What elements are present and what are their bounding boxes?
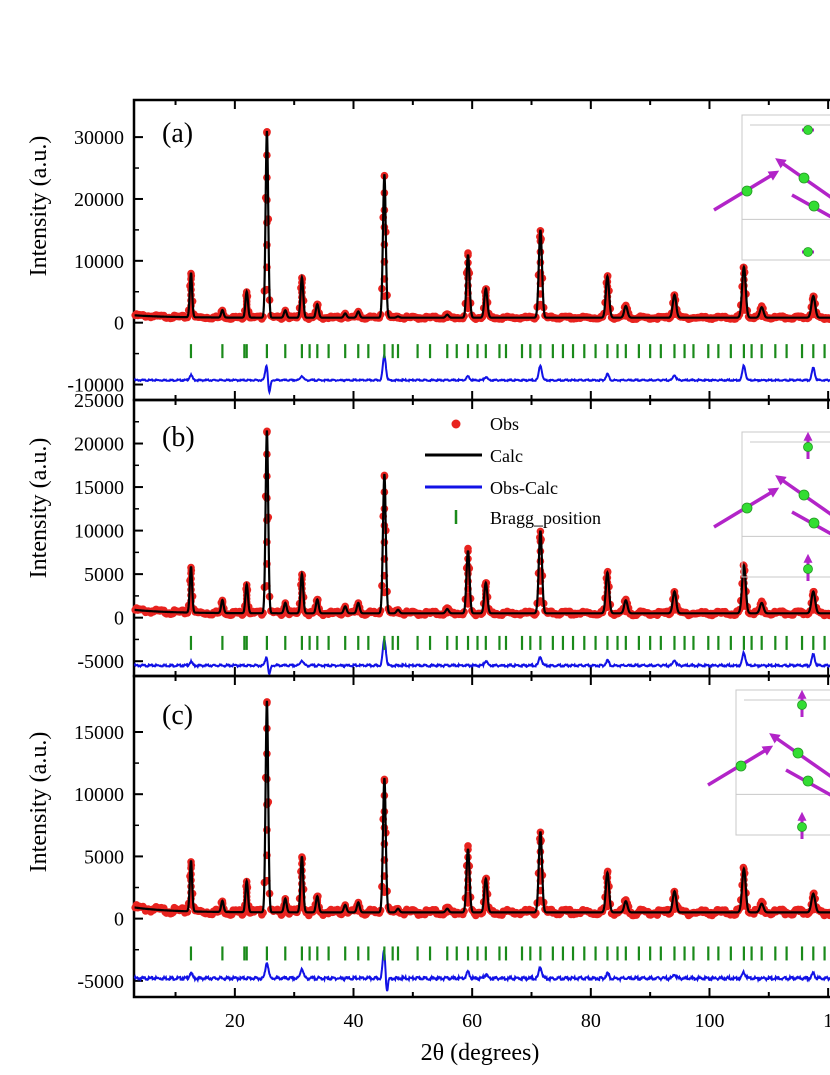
panel-c-label: (c)	[162, 700, 193, 731]
y-tick-label: -10000	[67, 375, 124, 397]
x-tick-label: 60	[462, 1010, 482, 1032]
spin-inset	[713, 114, 830, 261]
calc-series	[134, 430, 830, 615]
y-tick-label: 15000	[74, 477, 124, 499]
spin-arrow	[769, 733, 830, 778]
y-tick-label: 10000	[74, 521, 124, 543]
atom	[803, 125, 813, 135]
spin-arrow	[775, 475, 830, 516]
obs-series	[131, 698, 830, 920]
y-tick-label: 0	[114, 909, 124, 931]
spin-structure-insets	[707, 114, 830, 839]
panel-c: -5000 0 5000 10000 15000 20 40 60 80 100 1	[74, 674, 830, 1032]
y-tick-label: 5000	[84, 564, 124, 586]
y-tick-label: 15000	[74, 722, 124, 744]
obs-point	[263, 494, 271, 502]
obs-point	[740, 602, 748, 610]
calc-series	[134, 130, 830, 319]
panel-b-label: (b)	[162, 422, 195, 453]
y-tick-label: 0	[114, 608, 124, 630]
y-axis-label-c: Intensity (a.u.)	[26, 732, 52, 873]
calc-series	[134, 700, 830, 914]
y-axis-label-b: Intensity (a.u.)	[26, 438, 52, 579]
y-axis-label-a: Intensity (a.u.)	[26, 136, 52, 277]
atom	[797, 700, 807, 710]
obs-point	[536, 248, 545, 256]
atom	[741, 502, 753, 514]
x-axis-label: 2θ (degrees)	[421, 1040, 540, 1066]
obs-point	[380, 521, 389, 530]
atom	[792, 747, 804, 759]
atom	[803, 564, 813, 574]
y-tick-label: 25000	[74, 390, 124, 412]
obs-point	[532, 909, 540, 917]
x-tick-label: 20	[225, 1010, 245, 1032]
obs-point	[263, 218, 271, 227]
panel-a-label: (a)	[162, 118, 193, 149]
x-tick-label: 100	[694, 1010, 724, 1032]
obs-point	[740, 902, 748, 910]
obs-point	[536, 847, 545, 856]
x-tick-label: 1	[823, 1010, 830, 1032]
y-tick-label: -5000	[77, 971, 124, 993]
y-tick-label: 10000	[74, 251, 124, 273]
panel-a: -10000 0 10000 20000 30000	[67, 98, 830, 402]
obs-point	[263, 775, 271, 783]
x-tick-label: 80	[581, 1010, 601, 1032]
obs-point	[536, 300, 545, 309]
y-tick-label: 20000	[74, 434, 124, 456]
y-tick-label: 10000	[74, 784, 124, 806]
spin-inset	[707, 689, 830, 839]
atom	[803, 442, 813, 452]
panel-frame	[132, 98, 830, 402]
inset-box	[741, 431, 830, 578]
y-tick-label: -5000	[77, 651, 124, 673]
y-tick-label: 30000	[74, 127, 124, 149]
inset-box	[741, 114, 830, 261]
x-tick-label: 40	[344, 1010, 364, 1032]
legend-calc-label: Calc	[490, 446, 523, 466]
obs-point	[263, 516, 271, 524]
y-tick-label: 5000	[84, 846, 124, 868]
legend-obs-calc-label: Obs-Calc	[490, 478, 558, 498]
legend: Obs Calc Obs-Calc Bragg_position	[425, 414, 601, 528]
obs-series	[131, 128, 830, 324]
obs-point	[380, 823, 389, 832]
atom	[735, 760, 747, 772]
legend-bragg-label: Bragg_position	[490, 508, 601, 528]
inset-box	[735, 689, 830, 836]
obs-point	[263, 800, 271, 809]
obs-point	[298, 873, 306, 881]
atom	[798, 172, 810, 184]
obs-point	[259, 908, 267, 917]
atom	[803, 247, 813, 257]
panel-frame	[132, 674, 830, 999]
atom	[741, 185, 753, 197]
y-tick-label: 0	[114, 313, 124, 335]
panel-frame	[132, 398, 830, 678]
spin-arrow	[775, 158, 830, 199]
obs-point	[380, 223, 389, 232]
spin-inset	[713, 431, 830, 581]
atom	[798, 489, 810, 501]
obs-calc-series	[133, 947, 830, 992]
legend-obs-marker	[451, 419, 461, 429]
obs-point	[536, 547, 545, 556]
obs-point	[263, 196, 271, 204]
obs-point	[478, 909, 487, 917]
y-tick-label: 20000	[74, 189, 124, 211]
legend-obs-label: Obs	[490, 414, 519, 434]
obs-calc-series	[133, 351, 830, 396]
obs-point	[740, 306, 748, 314]
atom	[802, 775, 814, 787]
atom	[808, 200, 820, 212]
atom	[797, 822, 807, 832]
panel-b: -5000 0 5000 10000 15000 20000 25000	[74, 390, 830, 678]
obs-calc-series	[133, 635, 830, 677]
atom	[808, 517, 820, 529]
